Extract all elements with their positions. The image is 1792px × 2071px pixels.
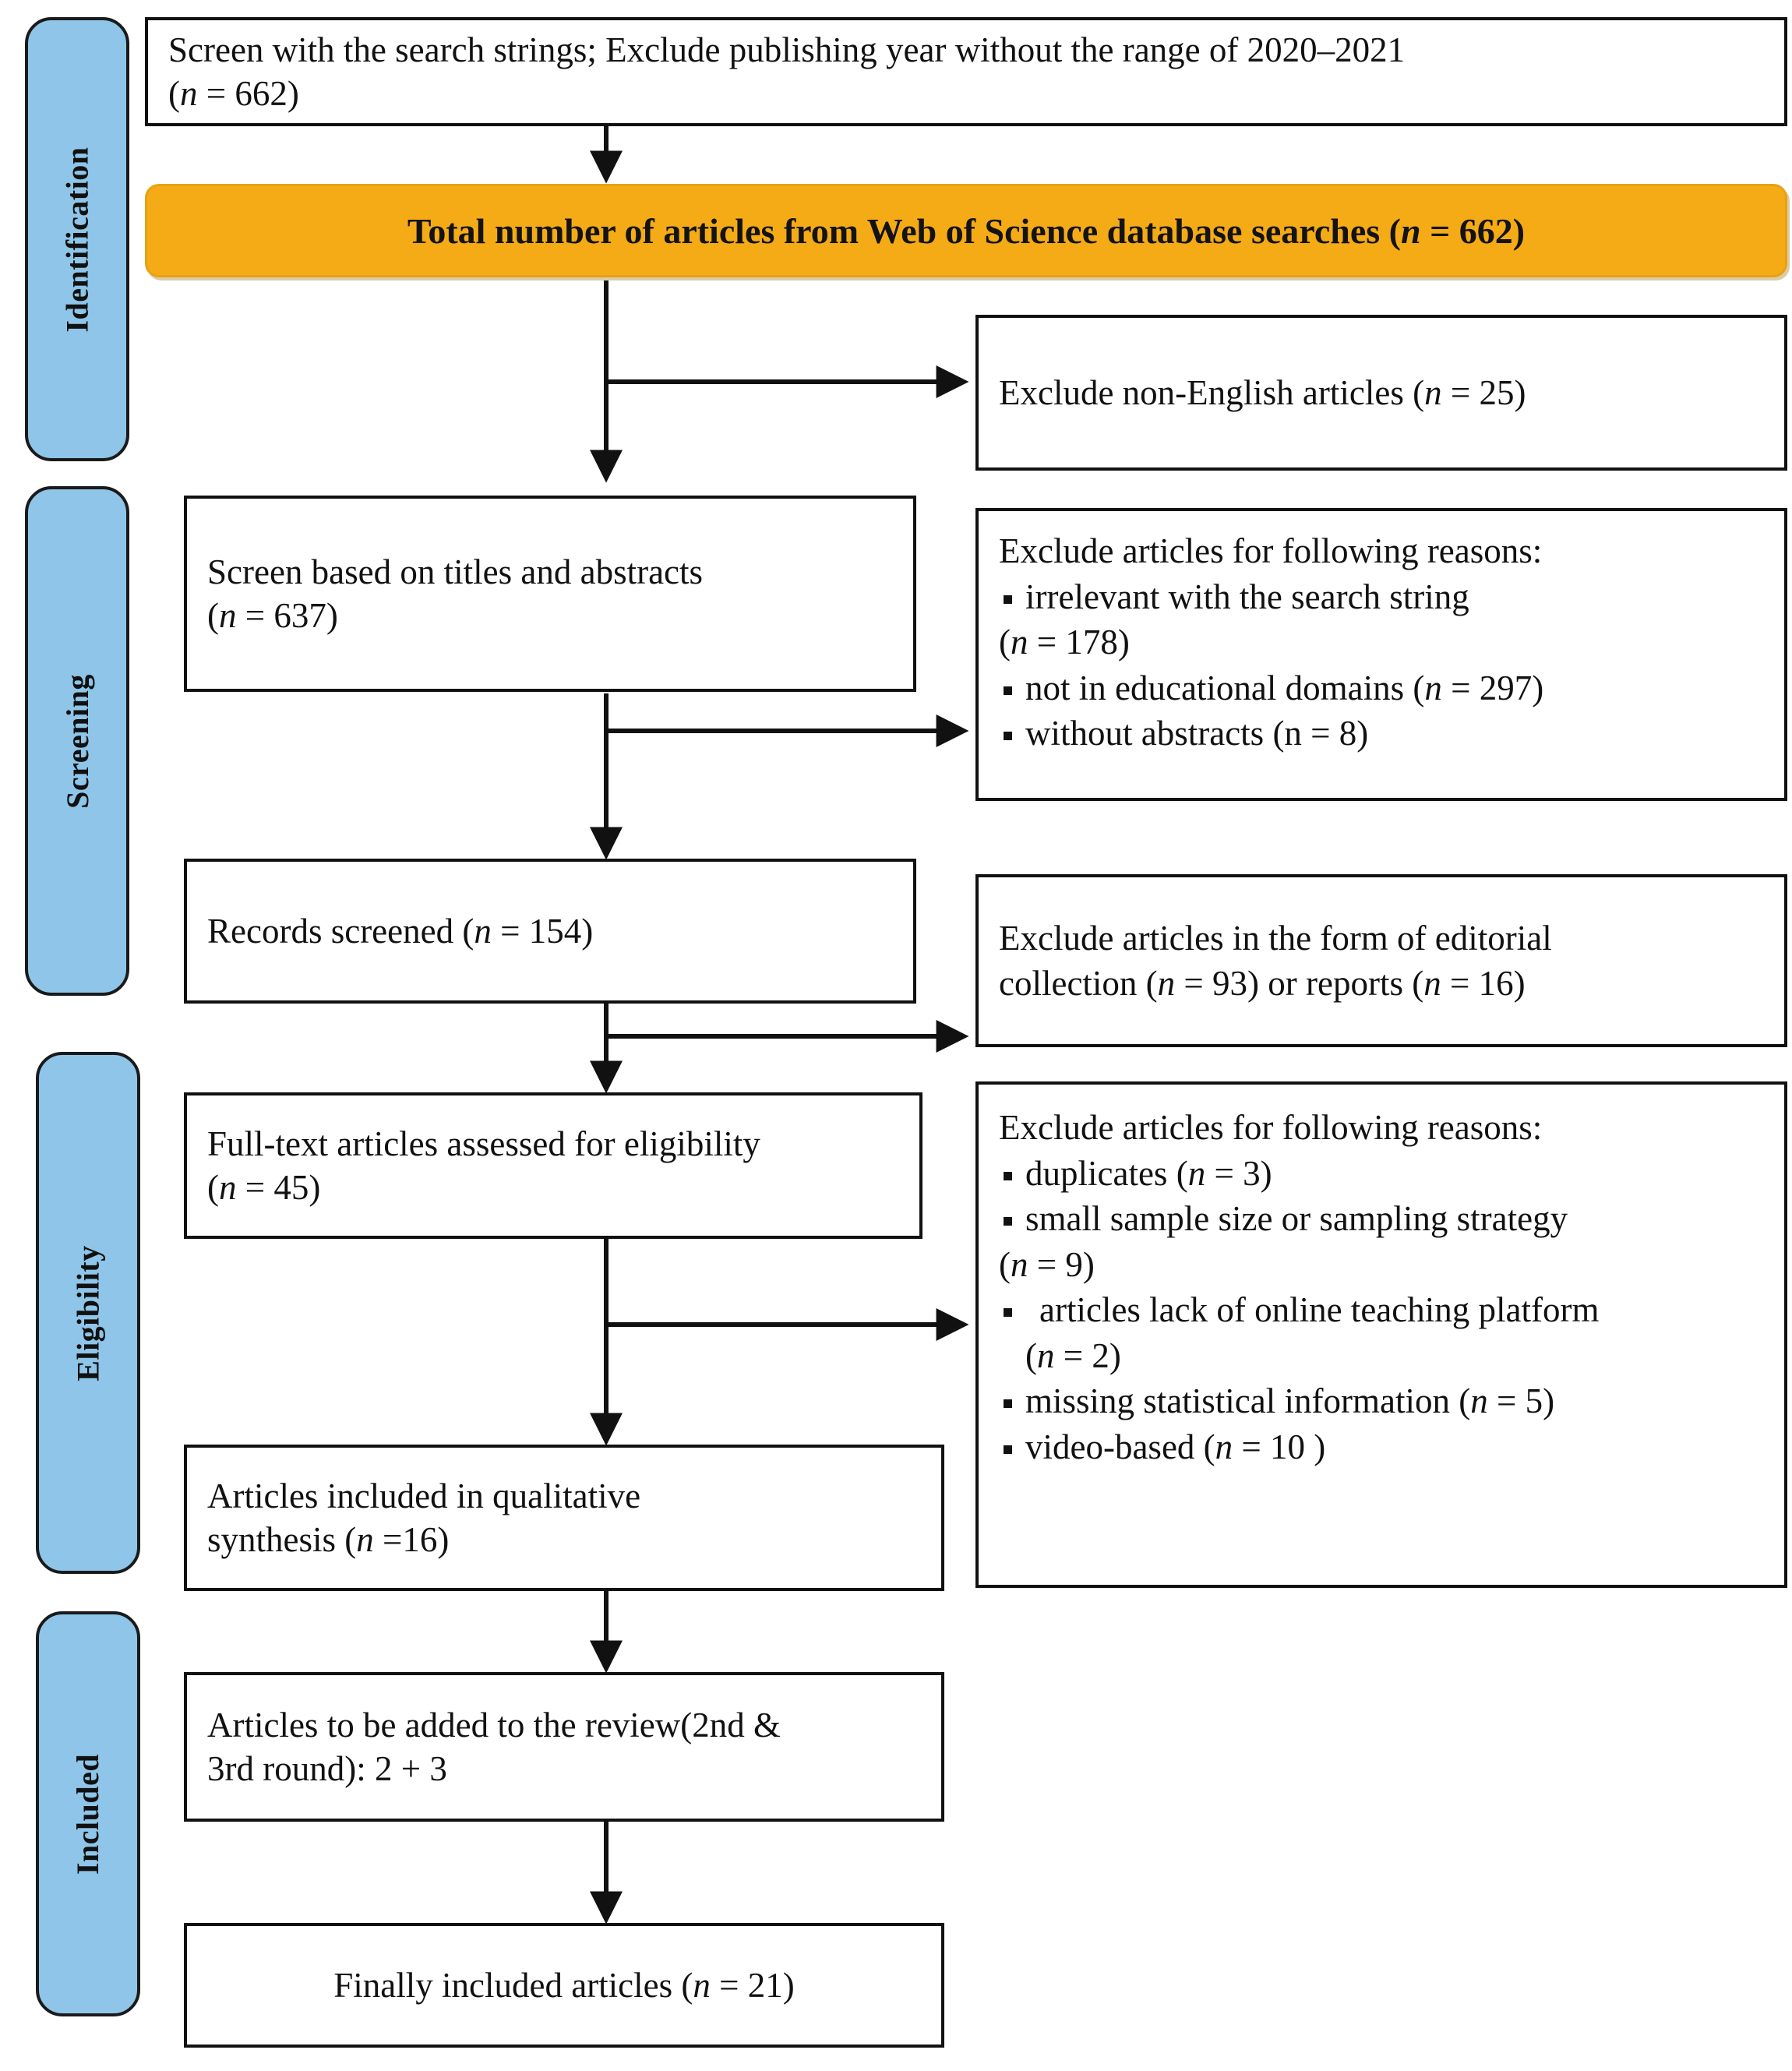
node-search-screen: Screen with the search strings; Exclude … (145, 17, 1787, 126)
n-italic: n (474, 911, 492, 951)
n-italic: n (1470, 1381, 1488, 1420)
n-italic: n (1011, 623, 1028, 662)
stage-label-included: Included (70, 1753, 106, 1875)
count-value: = 45) (236, 1168, 321, 1208)
reason-item: irrelevant with the search string (999, 574, 1764, 620)
n-italic: n (356, 1520, 374, 1560)
label-prefix: not in educational domains ( (1025, 668, 1425, 707)
node-fulltext-assessed: Full-text articles assessed for eligibil… (184, 1092, 922, 1239)
paren-open: ( (207, 596, 219, 636)
stage-label-eligibility: Eligibility (70, 1244, 106, 1381)
paren-open: ( (999, 1244, 1011, 1284)
stage-pill-eligibility: Eligibility (36, 1052, 140, 1574)
label-prefix: video-based ( (1025, 1427, 1215, 1466)
node-finally-included: Finally included articles (n = 21) (184, 1923, 944, 2048)
exclude-non-english-text: Exclude non-English articles (n = 25) (999, 370, 1764, 416)
reason-item-count: (n = 2) (999, 1333, 1764, 1379)
label-prefix: Exclude non-English articles ( (999, 372, 1425, 412)
n-italic: n (693, 1965, 711, 2005)
node-exclude-editorial: Exclude articles in the form of editoria… (975, 874, 1787, 1047)
count-value: = 297) (1441, 668, 1544, 707)
screen-titles-line1: Screen based on titles and abstracts (207, 552, 704, 591)
node-qualitative-synthesis: Articles included in qualitative synthes… (184, 1445, 944, 1591)
total-articles-text: Total number of articles from Web of Sci… (407, 210, 1525, 252)
paren-open: ( (1025, 1335, 1037, 1375)
node-added-rounds: Articles to be added to the review(2nd &… (184, 1672, 944, 1822)
stage-label-identification: Identification (59, 146, 95, 333)
count-value: = 16) (1441, 964, 1526, 1003)
screen-titles-line2: (n = 637) (207, 594, 893, 638)
qualitative-synthesis-line2: synthesis (n =16) (207, 1519, 921, 1562)
total-articles-prefix: Total number of articles from Web of Sci… (407, 210, 1401, 251)
label-prefix: collection ( (999, 964, 1158, 1003)
n-italic: n (1157, 964, 1176, 1003)
reason-item: video-based (n = 10 ) (999, 1424, 1764, 1470)
paren-open: ( (207, 1168, 219, 1208)
reason-item: not in educational domains (n = 297) (999, 665, 1764, 711)
fulltext-assessed-line1: Full-text articles assessed for eligibil… (207, 1124, 760, 1163)
exclude-reasons-1-heading: Exclude articles for following reasons: (999, 531, 1543, 570)
label-prefix: Finally included articles ( (333, 1965, 693, 2005)
count-value: = 154) (491, 911, 594, 951)
exclude-editorial-line2: collection (n = 93) or reports (n = 16) (999, 961, 1764, 1007)
n-italic: n (1011, 1244, 1028, 1284)
node-screen-titles: Screen based on titles and abstracts (n … (184, 496, 916, 692)
qualitative-synthesis-line1: Articles included in qualitative (207, 1476, 641, 1515)
added-rounds-line2: 3rd round): 2 + 3 (207, 1749, 447, 1789)
count-value: = 9) (1028, 1244, 1095, 1284)
added-rounds-line1: Articles to be added to the review(2nd & (207, 1705, 781, 1745)
node-exclude-reasons-2: Exclude articles for following reasons: … (975, 1081, 1787, 1588)
n-italic: n (1424, 668, 1442, 707)
n-italic: n (219, 1168, 237, 1208)
paren-open: ( (168, 74, 180, 114)
label-prefix: synthesis ( (207, 1520, 357, 1560)
stage-label-screening: Screening (59, 673, 95, 809)
node-total-articles: Total number of articles from Web of Sci… (145, 184, 1787, 277)
count-value: = 21) (710, 1965, 795, 2005)
n-italic: n (219, 596, 237, 636)
count-and-joiner: = 93) or reports ( (1175, 964, 1424, 1003)
count-value: = 662) (197, 74, 299, 114)
count-value: =16) (373, 1520, 450, 1560)
paren-open: ( (999, 623, 1011, 662)
n-italic: n (1187, 1153, 1206, 1193)
count-value: = 3) (1205, 1153, 1272, 1193)
reason-item-count: (n = 9) (999, 1242, 1764, 1288)
n-italic: n (1037, 1335, 1055, 1375)
reason-item: articles lack of online teaching platfor… (999, 1287, 1764, 1333)
node-exclude-reasons-1: Exclude articles for following reasons: … (975, 508, 1787, 801)
n-italic: n (1215, 1427, 1233, 1466)
node-exclude-non-english: Exclude non-English articles (n = 25) (975, 315, 1787, 471)
label-prefix: duplicates ( (1025, 1153, 1188, 1193)
count-value: = 5) (1487, 1381, 1555, 1420)
label-prefix: Records screened ( (207, 911, 474, 951)
exclude-editorial-line1: Exclude articles in the form of editoria… (999, 918, 1552, 958)
exclude-reasons-2-heading: Exclude articles for following reasons: (999, 1108, 1543, 1147)
reason-item-count: (n = 178) (999, 619, 1764, 665)
finally-included-text: Finally included articles (n = 21) (333, 1963, 795, 2009)
reason-item: without abstracts (n = 8) (999, 711, 1764, 757)
count-value: = 2) (1054, 1335, 1121, 1375)
stage-pill-screening: Screening (25, 486, 129, 996)
n-italic: n (180, 74, 198, 114)
count-value: = 10 ) (1233, 1427, 1326, 1466)
search-screen-line1: Screen with the search strings; Exclude … (168, 30, 1406, 69)
reason-item: small sample size or sampling strategy (999, 1196, 1764, 1242)
n-italic: n (1400, 210, 1421, 251)
reason-item: duplicates (n = 3) (999, 1151, 1764, 1197)
fulltext-assessed-line2: (n = 45) (207, 1166, 899, 1210)
n-italic: n (1423, 964, 1441, 1003)
stage-pill-included: Included (36, 1611, 140, 2016)
count-value: = 637) (236, 596, 338, 636)
count-value: = 178) (1028, 623, 1130, 662)
count-value: = 662) (1420, 210, 1526, 251)
node-records-screened: Records screened (n = 154) (184, 859, 916, 1004)
n-italic: n (1424, 372, 1442, 412)
records-screened-text: Records screened (n = 154) (207, 908, 893, 954)
search-screen-line2: (n = 662) (168, 72, 1764, 116)
count-value: = 25) (1441, 372, 1526, 412)
stage-pill-identification: Identification (25, 17, 129, 461)
reason-item: missing statistical information (n = 5) (999, 1378, 1764, 1424)
label-prefix: missing statistical information ( (1025, 1381, 1471, 1420)
